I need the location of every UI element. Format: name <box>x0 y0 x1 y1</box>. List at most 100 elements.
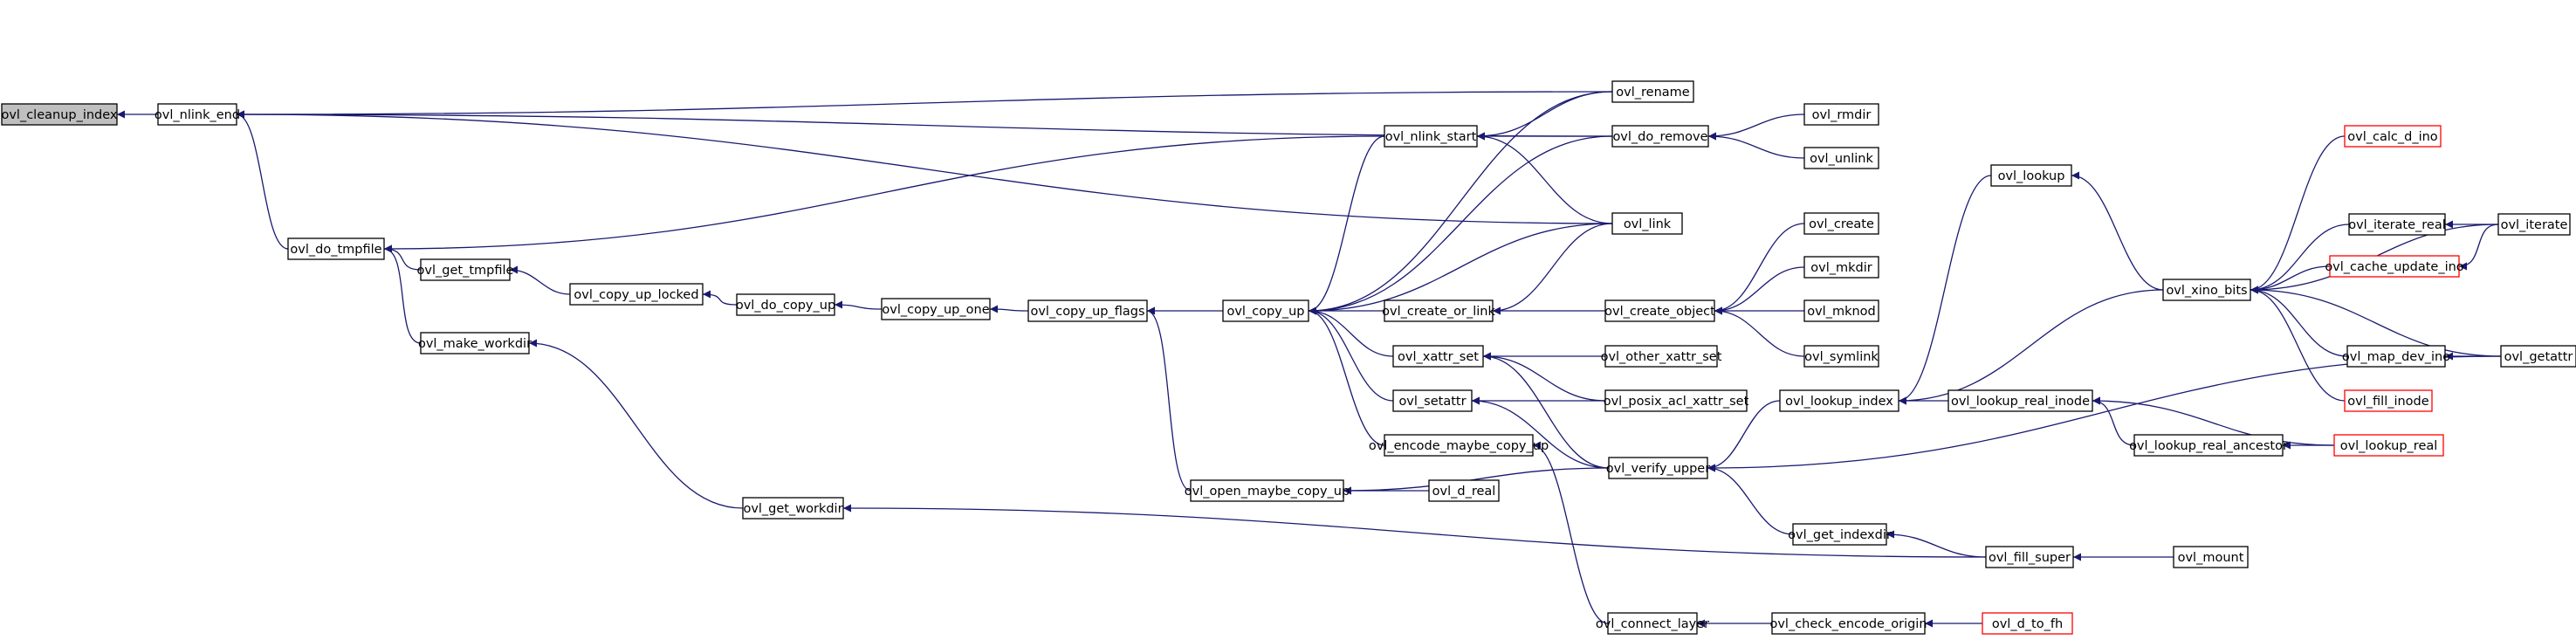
function-node-ovl-calc-d-ino[interactable]: ovl_calc_d_ino <box>2344 125 2442 148</box>
function-node-ovl-copy-up[interactable]: ovl_copy_up <box>1222 299 1309 322</box>
node-box[interactable] <box>736 293 835 316</box>
node-box[interactable] <box>881 298 991 320</box>
function-node-ovl-check-encode-origin[interactable]: ovl_check_encode_origin <box>1769 612 1927 635</box>
node-box[interactable] <box>1982 612 2073 635</box>
function-node-ovl-lookup-real[interactable]: ovl_lookup_real <box>2333 434 2444 457</box>
node-box[interactable] <box>1803 103 1879 126</box>
function-node-ovl-create[interactable]: ovl_create <box>1803 212 1879 235</box>
function-node-ovl-mkdir[interactable]: ovl_mkdir <box>1803 256 1879 279</box>
node-box[interactable] <box>1779 389 1899 412</box>
function-node-ovl-iterate[interactable]: ovl_iterate <box>2497 213 2571 236</box>
function-node-ovl-make-workdir[interactable]: ovl_make_workdir <box>418 332 532 354</box>
node-box[interactable] <box>1222 299 1309 322</box>
node-box[interactable] <box>2348 213 2446 236</box>
node-box[interactable] <box>1611 125 1709 148</box>
node-box[interactable] <box>1985 546 2074 568</box>
function-node-ovl-copy-up-locked[interactable]: ovl_copy_up_locked <box>569 283 704 306</box>
function-node-ovl-do-copy-up[interactable]: ovl_do_copy_up <box>736 293 835 316</box>
node-box[interactable] <box>2333 434 2444 457</box>
function-node-ovl-d-real[interactable]: ovl_d_real <box>1428 479 1500 502</box>
node-box[interactable] <box>2497 213 2571 236</box>
function-node-ovl-cache-update-ino[interactable]: ovl_cache_update_ino <box>2325 255 2464 278</box>
function-node-ovl-posix-acl-xattr-set[interactable]: ovl_posix_acl_xattr_set <box>1604 389 1749 412</box>
node-box[interactable] <box>1392 389 1473 412</box>
function-node-ovl-copy-up-flags[interactable]: ovl_copy_up_flags <box>1027 299 1148 322</box>
function-node-ovl-mount[interactable]: ovl_mount <box>2173 546 2249 568</box>
node-box[interactable] <box>1990 164 2072 187</box>
node-box[interactable] <box>2173 546 2249 568</box>
node-box[interactable] <box>1803 299 1879 322</box>
node-box[interactable] <box>287 237 385 260</box>
function-node-ovl-link[interactable]: ovl_link <box>1611 212 1683 235</box>
node-box[interactable] <box>1611 212 1683 235</box>
node-box[interactable] <box>1611 80 1694 103</box>
function-node-ovl-get-tmpfile[interactable]: ovl_get_tmpfile <box>417 258 514 281</box>
node-box[interactable] <box>1428 479 1500 502</box>
node-box[interactable] <box>1604 299 1715 322</box>
node-box[interactable] <box>2344 389 2433 412</box>
node-box[interactable] <box>1803 147 1879 169</box>
function-node-ovl-do-tmpfile[interactable]: ovl_do_tmpfile <box>287 237 385 260</box>
node-box[interactable] <box>2500 345 2576 368</box>
node-box[interactable] <box>1027 299 1148 322</box>
function-node-ovl-setattr[interactable]: ovl_setattr <box>1392 389 1473 412</box>
function-node-ovl-create-or-link[interactable]: ovl_create_or_link <box>1382 299 1495 322</box>
node-box[interactable] <box>1384 434 1534 457</box>
node-box[interactable] <box>420 258 511 281</box>
node-box[interactable] <box>1608 457 1708 479</box>
function-node-ovl-connect-layer[interactable]: ovl_connect_layer <box>1596 612 1709 635</box>
node-box[interactable] <box>1 103 118 126</box>
function-node-ovl-d-to-fh[interactable]: ovl_d_to_fh <box>1982 612 2073 635</box>
function-node-ovl-iterate-real[interactable]: ovl_iterate_real <box>2348 213 2446 236</box>
node-box[interactable] <box>1604 389 1748 412</box>
function-node-ovl-getattr[interactable]: ovl_getattr <box>2500 345 2576 368</box>
function-node-ovl-xino-bits[interactable]: ovl_xino_bits <box>2162 279 2251 301</box>
function-node-ovl-rename[interactable]: ovl_rename <box>1611 80 1694 103</box>
function-node-ovl-cleanup-index[interactable]: ovl_cleanup_index <box>1 103 118 126</box>
function-node-ovl-xattr-set[interactable]: ovl_xattr_set <box>1392 345 1484 368</box>
function-node-ovl-fill-super[interactable]: ovl_fill_super <box>1985 546 2074 568</box>
function-node-ovl-mknod[interactable]: ovl_mknod <box>1803 299 1879 322</box>
node-box[interactable] <box>2346 345 2446 368</box>
function-node-ovl-copy-up-one[interactable]: ovl_copy_up_one <box>881 298 991 320</box>
node-box[interactable] <box>2162 279 2251 301</box>
node-box[interactable] <box>1607 612 1698 635</box>
node-box[interactable] <box>1604 345 1718 368</box>
node-box[interactable] <box>1771 612 1926 635</box>
node-box[interactable] <box>2133 434 2284 457</box>
node-box[interactable] <box>1392 345 1484 368</box>
node-box[interactable] <box>1803 345 1879 368</box>
node-box[interactable] <box>1803 212 1879 235</box>
function-node-ovl-lookup[interactable]: ovl_lookup <box>1990 164 2072 187</box>
function-node-ovl-symlink[interactable]: ovl_symlink <box>1803 345 1879 368</box>
function-node-ovl-nlink-start[interactable]: ovl_nlink_start <box>1384 125 1478 148</box>
node-box[interactable] <box>742 497 844 520</box>
function-node-ovl-rmdir[interactable]: ovl_rmdir <box>1803 103 1879 126</box>
function-node-ovl-lookup-index[interactable]: ovl_lookup_index <box>1779 389 1899 412</box>
function-node-ovl-do-remove[interactable]: ovl_do_remove <box>1611 125 1709 148</box>
node-box[interactable] <box>1803 256 1879 279</box>
node-box[interactable] <box>420 332 530 354</box>
node-box[interactable] <box>1384 299 1494 322</box>
function-node-ovl-lookup-real-ancestor[interactable]: ovl_lookup_real_ancestor <box>2129 434 2288 457</box>
function-node-ovl-verify-upper[interactable]: ovl_verify_upper <box>1606 457 1710 479</box>
node-box[interactable] <box>1947 389 2093 412</box>
function-node-ovl-map-dev-ino[interactable]: ovl_map_dev_ino <box>2342 345 2450 368</box>
function-node-ovl-get-workdir[interactable]: ovl_get_workdir <box>742 497 844 520</box>
function-node-ovl-nlink-end[interactable]: ovl_nlink_end <box>155 103 240 126</box>
node-box[interactable] <box>1384 125 1478 148</box>
node-box[interactable] <box>1190 479 1344 502</box>
node-box[interactable] <box>157 103 237 126</box>
function-node-ovl-lookup-real-inode[interactable]: ovl_lookup_real_inode <box>1947 389 2093 412</box>
function-node-ovl-fill-inode[interactable]: ovl_fill_inode <box>2344 389 2433 412</box>
function-node-ovl-other-xattr-set[interactable]: ovl_other_xattr_set <box>1601 345 1722 368</box>
function-node-ovl-unlink[interactable]: ovl_unlink <box>1803 147 1879 169</box>
node-box[interactable] <box>1792 523 1887 546</box>
function-node-ovl-open-maybe-copy-up[interactable]: ovl_open_maybe_copy_up <box>1185 479 1350 502</box>
node-box[interactable] <box>569 283 704 306</box>
function-node-ovl-create-object[interactable]: ovl_create_object <box>1604 299 1715 322</box>
node-box[interactable] <box>2329 255 2460 278</box>
node-box[interactable] <box>2344 125 2442 148</box>
function-node-ovl-get-indexdir[interactable]: ovl_get_indexdir <box>1788 523 1892 546</box>
function-node-ovl-encode-maybe-copy-up[interactable]: ovl_encode_maybe_copy_up <box>1369 434 1549 457</box>
